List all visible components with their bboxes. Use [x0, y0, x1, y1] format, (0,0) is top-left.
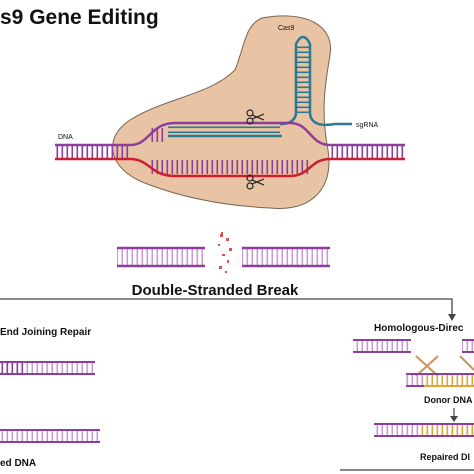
scissors-icon: [246, 109, 265, 125]
break-fragment-right: [242, 246, 330, 268]
sgrna-label: sgRNA: [356, 122, 379, 129]
hdr-down-arrow: [450, 408, 458, 422]
donor-dna: [406, 373, 474, 387]
target-dna: [55, 121, 405, 178]
break-fragment-left: [117, 246, 205, 268]
repaired-dna: [374, 423, 474, 437]
hdr-label: Homologous-Direc: [374, 323, 464, 334]
scissors-icon: [246, 174, 265, 190]
dna-label: DNA: [58, 134, 73, 141]
branch-arrow: [0, 298, 456, 321]
nhej-label: End Joining Repair: [0, 327, 91, 338]
diagram-title: s9 Gene Editing: [0, 6, 159, 29]
nucleotide-debris: [218, 232, 232, 273]
sgrna: [168, 35, 352, 138]
cas9-label: Cas9: [278, 25, 294, 32]
repaired-dna-label: Repaired DI: [420, 452, 470, 462]
donor-dna-label: Donor DNA: [424, 395, 473, 405]
break-label: Double-Stranded Break: [132, 282, 299, 299]
nhej-dna: [0, 361, 100, 443]
edited-dna-label: ed DNA: [0, 458, 36, 469]
hdr-broken-dna: [353, 339, 474, 353]
crossover-lines: [415, 355, 474, 377]
